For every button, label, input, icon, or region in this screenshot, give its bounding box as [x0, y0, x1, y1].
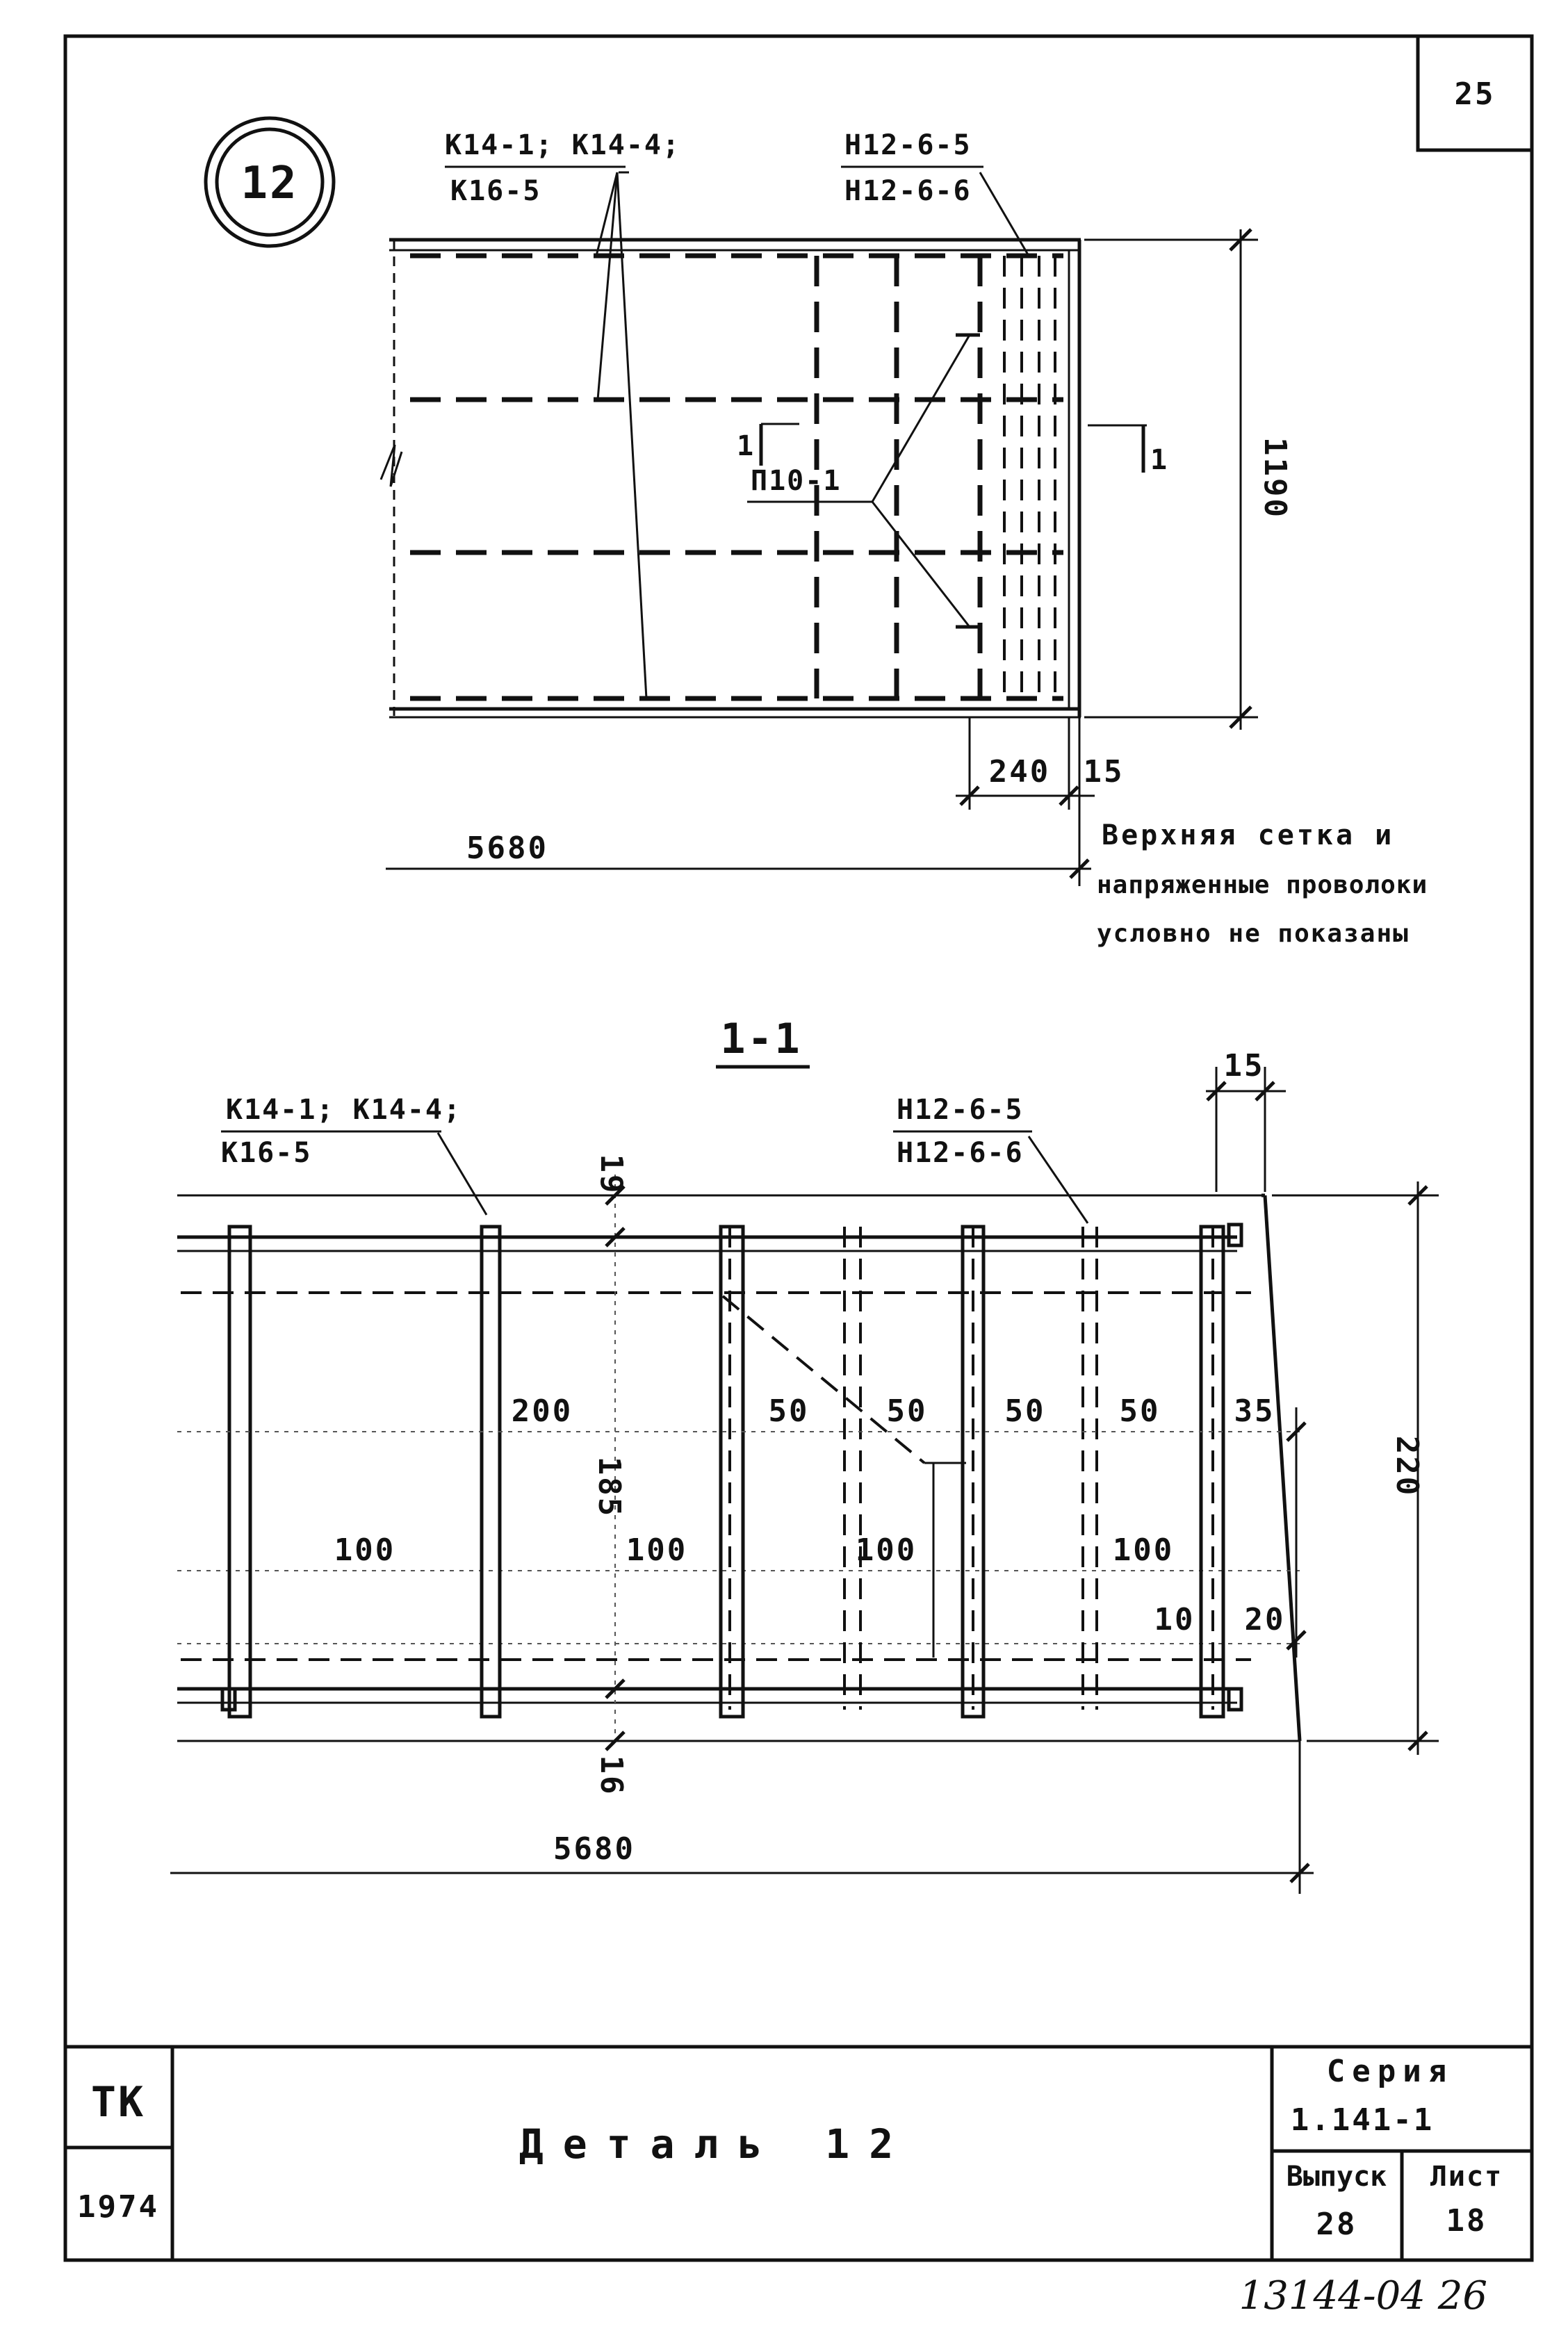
section-callout-right-2: Н12-6-6 — [897, 1137, 1024, 1169]
outer-frame — [63, 34, 1534, 2262]
section-dim-100-b: 100 — [626, 1532, 687, 1568]
plan-dim-15: 15 — [1084, 754, 1125, 790]
section-dim-100-a: 100 — [334, 1532, 395, 1568]
section-callout-left-2: К16-5 — [221, 1137, 311, 1169]
title-block-sheet-value: 18 — [1446, 2203, 1487, 2239]
section-dim-50-b: 50 — [887, 1393, 928, 1429]
section-dim-185: 185 — [591, 1457, 627, 1518]
sheet-number: 25 — [1455, 76, 1496, 112]
plan-callout-right-2: Н12-6-6 — [844, 175, 972, 207]
plan-callout-mid: П10-1 — [751, 465, 841, 497]
title-block-org: ТК — [91, 2078, 145, 2127]
section-dim-19: 19 — [594, 1154, 629, 1195]
plan-dim-240: 240 — [989, 754, 1050, 790]
section-title: 1-1 — [720, 1015, 801, 1063]
plan-callout-right-1: Н12-6-5 — [844, 129, 972, 161]
section-dim-length: 5680 — [553, 1831, 635, 1867]
plan-callout-left-1: К14-1; К14-4; — [445, 129, 680, 161]
section-dim-220: 220 — [1389, 1436, 1425, 1497]
title-block-series-label: Серия — [1327, 2054, 1453, 2089]
section-dim-20: 20 — [1245, 1602, 1286, 1637]
plan-dim-length: 5680 — [466, 831, 548, 866]
title-block-issue-value: 28 — [1316, 2207, 1357, 2242]
title-block-issue-label: Выпуск — [1287, 2161, 1387, 2193]
detail-marker: 12 — [204, 116, 336, 248]
section-dim-15: 15 — [1224, 1048, 1265, 1083]
title-block-sheet-label: Лист — [1430, 2161, 1503, 2193]
title-block-year: 1974 — [77, 2189, 159, 2225]
plan-note-line-2: напряженные проволоки — [1097, 871, 1428, 899]
plan-view: 1 1 1190 240 15 5680 К14-1; К14-4; К16-5… — [379, 129, 1428, 948]
detail-marker-number: 12 — [240, 158, 298, 209]
title-block: ТК 1974 Деталь 12 Серия 1.141-1 Выпуск 2… — [65, 2045, 1532, 2260]
section-dim-16: 16 — [594, 1756, 629, 1797]
section-dim-200: 200 — [512, 1393, 573, 1429]
plan-note-line-3: условно не показаны — [1097, 919, 1410, 948]
section-dim-50-d: 50 — [1120, 1393, 1161, 1429]
plan-note-line-1: Верхняя сетка и — [1102, 819, 1394, 851]
title-block-title: Деталь 12 — [519, 2120, 913, 2168]
section-dim-35: 35 — [1234, 1393, 1275, 1429]
section-callout-left-1: К14-1; К14-4; — [226, 1094, 462, 1126]
section-dim-50-c: 50 — [1005, 1393, 1046, 1429]
sheet-number-box — [1416, 34, 1534, 152]
section-dim-100-d: 100 — [1113, 1532, 1174, 1568]
section-mark-right: 1 — [1150, 444, 1168, 476]
section-dim-100-c: 100 — [856, 1532, 917, 1568]
title-block-series-value: 1.141-1 — [1291, 2102, 1434, 2138]
plan-callout-left-2: К16-5 — [450, 175, 541, 207]
section-dim-10: 10 — [1154, 1602, 1195, 1637]
section-dim-50-a: 50 — [769, 1393, 810, 1429]
plan-dim-height: 1190 — [1257, 437, 1293, 519]
stamp-number: 13144-04 26 — [1239, 2273, 1487, 2318]
section-mark-left: 1 — [737, 430, 755, 462]
section-callout-right-1: Н12-6-5 — [897, 1094, 1024, 1126]
section-view: 1-1 — [170, 1015, 1439, 1894]
